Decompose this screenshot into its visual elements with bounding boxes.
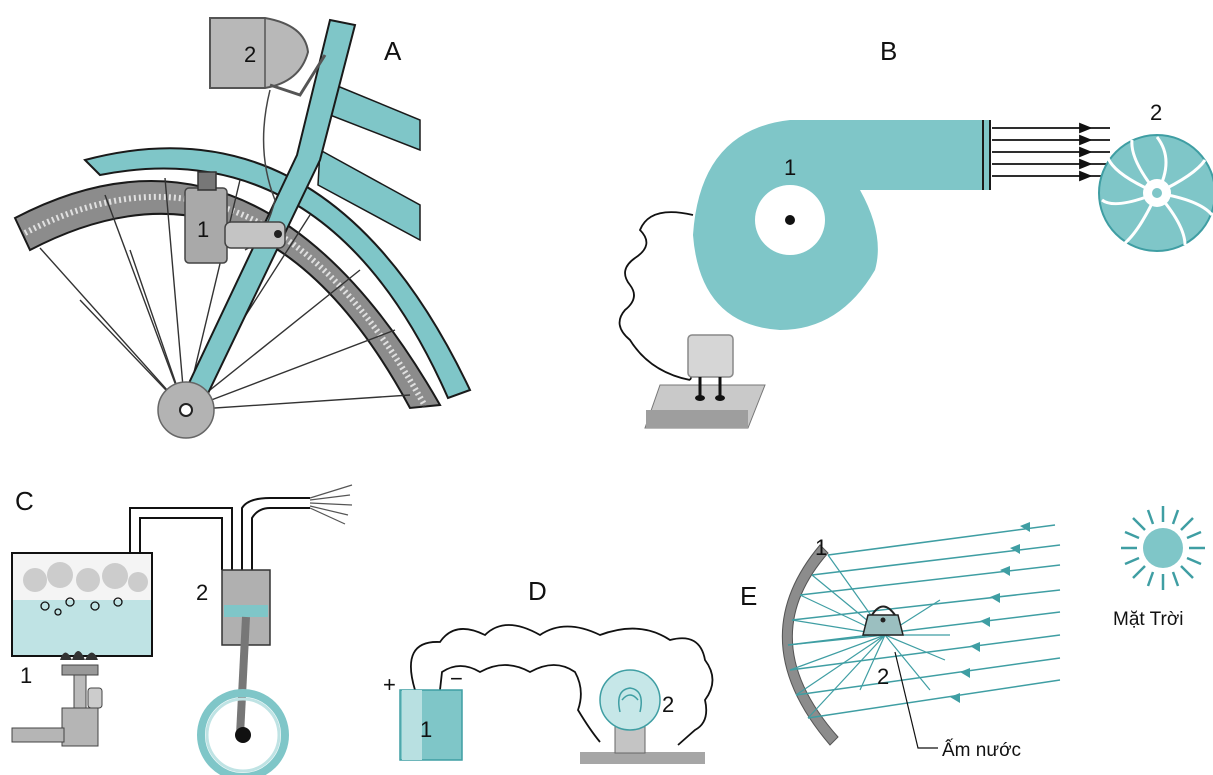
panel-c-label-1: 1 — [20, 663, 32, 688]
airflow-arrows — [992, 124, 1110, 180]
panel-a-label-1: 1 — [197, 217, 209, 242]
panel-d-label-1: 1 — [420, 717, 432, 742]
ray-arrowheads — [950, 522, 1030, 703]
panel-e-label-1: 1 — [815, 535, 827, 560]
panel-b-letter: B — [880, 36, 897, 66]
incoming-sun-rays — [788, 525, 1060, 718]
light-bulb-icon — [580, 670, 705, 764]
kettle-caption: Ấm nước — [942, 739, 1021, 761]
panel-e-label-2: 2 — [877, 664, 889, 689]
panel-b-label-1: 1 — [784, 155, 796, 180]
panel-d-letter: D — [528, 576, 547, 606]
panel-b-label-2: 2 — [1150, 100, 1162, 125]
bicycle-frame-tube-upper — [330, 85, 420, 150]
battery-plus-sign: + — [383, 672, 396, 697]
panel-d-battery-lamp: D + − 1 2 — [383, 576, 713, 764]
wire-negative — [440, 665, 600, 742]
panel-c-letter: C — [15, 486, 34, 516]
power-socket — [645, 335, 765, 428]
panel-c-steam-engine: C 1 2 — [12, 485, 352, 775]
panel-e-solar-concentrator: E 1 2 Mặt Trời Ấm nước — [740, 506, 1205, 761]
sun-caption: Mặt Trời — [1113, 609, 1184, 630]
panel-c-label-2: 2 — [196, 580, 208, 605]
bicycle-headlamp — [210, 18, 308, 88]
panel-a-label-2: 2 — [244, 42, 256, 67]
panel-e-letter: E — [740, 581, 757, 611]
power-cord — [620, 212, 693, 380]
panel-a-letter: A — [384, 36, 402, 66]
blower-housing — [693, 120, 990, 330]
panel-a-bicycle-dynamo: A 2 1 — [15, 18, 470, 438]
reflected-rays — [788, 555, 950, 718]
panel-d-label-2: 2 — [662, 692, 674, 717]
battery-minus-sign: − — [450, 666, 463, 691]
panel-b-electric-blower: B 1 2 — [620, 36, 1213, 428]
turbine-wheel-icon — [1099, 135, 1213, 251]
steam-exhaust — [310, 485, 352, 524]
sun-icon — [1121, 506, 1205, 590]
